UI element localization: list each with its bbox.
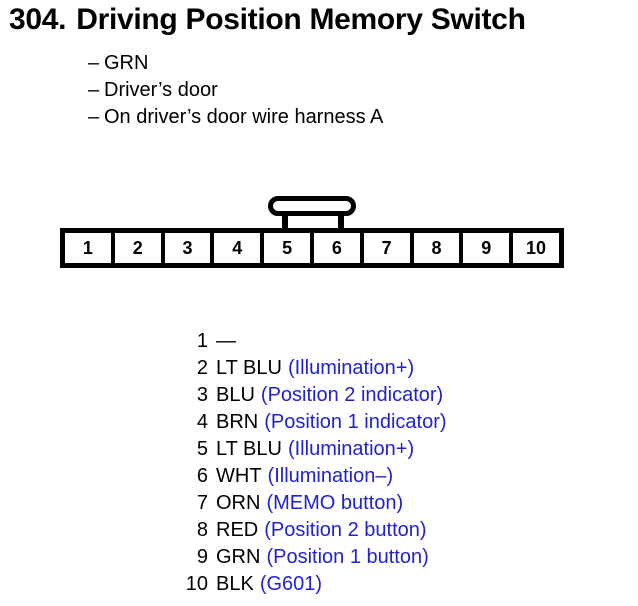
pin-row: 3 BLU(Position 2 indicator) bbox=[130, 382, 447, 409]
pin-wire-color: BLK bbox=[216, 573, 254, 595]
pin-row: 2 LT BLU(Illumination+) bbox=[130, 355, 447, 382]
connector-pin-1: 1 bbox=[65, 233, 111, 263]
connector-latch-stem-right-icon bbox=[338, 212, 344, 232]
pin-wire-color: RED bbox=[216, 519, 259, 541]
pin-row: 10 BLK(G601) bbox=[130, 571, 447, 598]
pin-row: 5 LT BLU(Illumination+) bbox=[130, 436, 447, 463]
pin-row: 7 ORN(MEMO button) bbox=[130, 490, 447, 517]
connector-pin-8: 8 bbox=[413, 233, 460, 263]
pin-row: 4 BRN(Position 1 indicator) bbox=[130, 409, 447, 436]
notes-list: –GRN–Driver’s door–On driver’s door wire… bbox=[88, 50, 588, 131]
pin-row: 6 WHT(Illumination–) bbox=[130, 463, 447, 490]
pin-number: 8 bbox=[196, 519, 208, 541]
pin-description: (Illumination+) bbox=[287, 438, 415, 460]
note-label: Driver’s door bbox=[104, 79, 218, 101]
connector-pin-10: 10 bbox=[513, 233, 559, 263]
pin-number: 5 bbox=[196, 438, 208, 460]
pin-wire-color: LT BLU bbox=[216, 438, 282, 460]
pin-row: 1— bbox=[130, 328, 447, 355]
pin-description: (Position 1 indicator) bbox=[264, 411, 447, 433]
pin-description: (Position 1 button) bbox=[266, 546, 429, 568]
connector-pin-9: 9 bbox=[463, 233, 510, 263]
connector-latch-icon bbox=[268, 196, 356, 216]
pin-description: (Illumination+) bbox=[287, 357, 415, 379]
connector-pin-3: 3 bbox=[164, 233, 211, 263]
note-item: –GRN bbox=[88, 50, 588, 77]
pin-wire-color: ORN bbox=[216, 492, 261, 514]
connector-pin-7: 7 bbox=[363, 233, 410, 263]
section-number: 304. bbox=[9, 3, 67, 36]
section-title: Driving Position Memory Switch bbox=[76, 3, 526, 36]
pin-wire-color: GRN bbox=[216, 546, 261, 568]
pin-number: 10 bbox=[185, 573, 208, 595]
note-dash-icon: – bbox=[88, 106, 100, 128]
pin-wire-color: BLU bbox=[216, 384, 255, 406]
pin-number: 1 bbox=[196, 330, 208, 352]
pin-description: (Position 2 button) bbox=[264, 519, 427, 541]
pin-number: 4 bbox=[196, 411, 208, 433]
pin-number: 3 bbox=[196, 384, 208, 406]
connector-latch-stem-left-icon bbox=[282, 212, 288, 232]
connector-pin-5: 5 bbox=[264, 233, 310, 263]
note-label: On driver’s door wire harness A bbox=[104, 106, 384, 128]
pin-description: (MEMO button) bbox=[266, 492, 404, 514]
pin-wire-color: LT BLU bbox=[216, 357, 282, 379]
note-item: –Driver’s door bbox=[88, 77, 588, 104]
pin-wire-color: — bbox=[216, 330, 236, 352]
connector-pin-6: 6 bbox=[313, 233, 360, 263]
note-dash-icon: – bbox=[88, 52, 100, 74]
pin-description: (Illumination–) bbox=[267, 465, 394, 487]
pin-number: 6 bbox=[196, 465, 208, 487]
pin-number: 7 bbox=[196, 492, 208, 514]
pin-number: 9 bbox=[196, 546, 208, 568]
connector-pin-2: 2 bbox=[114, 233, 161, 263]
page-title: 304. Driving Position Memory Switch bbox=[9, 2, 526, 38]
pin-row: 8 RED(Position 2 button) bbox=[130, 517, 447, 544]
note-label: GRN bbox=[104, 52, 149, 74]
pin-wire-color: BRN bbox=[216, 411, 259, 433]
pin-number: 2 bbox=[196, 357, 208, 379]
note-item: –On driver’s door wire harness A bbox=[88, 104, 588, 131]
note-dash-icon: – bbox=[88, 79, 100, 101]
pin-description: (G601) bbox=[259, 573, 323, 595]
pin-wire-color: WHT bbox=[216, 465, 262, 487]
pin-description: (Position 2 indicator) bbox=[260, 384, 444, 406]
connector-pin-4: 4 bbox=[214, 233, 261, 263]
pin-row: 9 GRN(Position 1 button) bbox=[130, 544, 447, 571]
